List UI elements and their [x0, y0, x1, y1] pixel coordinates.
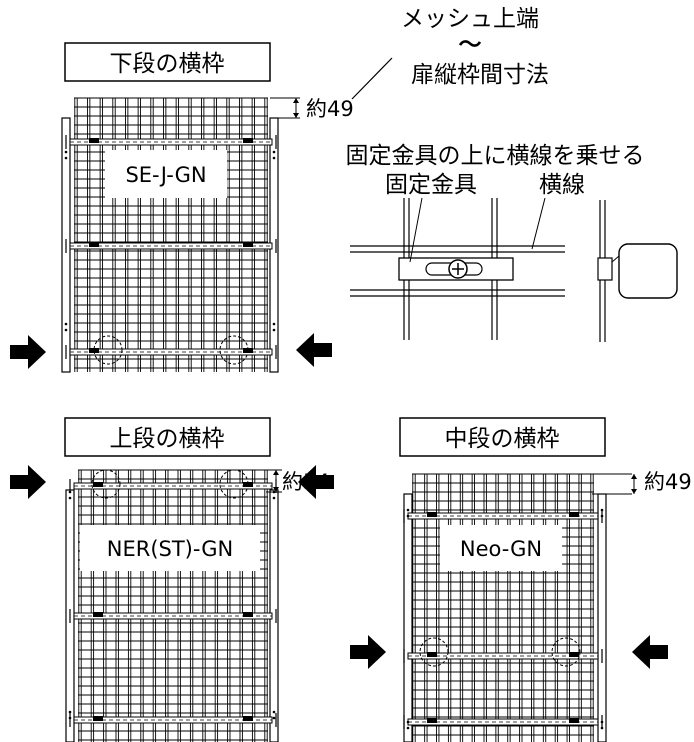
hinge-dot [600, 508, 604, 512]
hinge-dot [406, 720, 410, 724]
dimension-caption-tilde: ～ [459, 32, 482, 58]
hinge-dot [272, 328, 276, 332]
hinge-dot [406, 508, 410, 512]
fixing-bracket [243, 716, 253, 721]
model-label-lower: SE-J-GN [125, 163, 206, 187]
hinge-dot [64, 322, 68, 326]
hinge-dot [68, 490, 72, 494]
panel-title-box-lower [64, 42, 271, 82]
hinge-dot [272, 156, 276, 160]
detail-instruction: 固定金具の上に横線を乗せる [346, 143, 645, 169]
hinge-dot [272, 322, 276, 326]
hinge-dot [272, 710, 276, 714]
gate-drawing-middle [350, 473, 668, 742]
fixing-bracket [89, 138, 99, 143]
dashed-circle-icon [91, 469, 121, 499]
arrow-left-icon [296, 333, 332, 367]
hinge-dot [600, 514, 604, 518]
model-box-upper: NER(ST)-GN [80, 525, 260, 571]
hinge-dot [64, 150, 68, 154]
gate-drawing-lower [10, 97, 332, 373]
fixing-bracket [569, 652, 579, 657]
dashed-circle-icon [419, 637, 449, 667]
arrow-right-icon [350, 635, 386, 669]
arrow-right-icon [10, 335, 46, 369]
fixing-bracket [93, 612, 103, 617]
model-box-lower: SE-J-GN [105, 150, 227, 198]
hinge-dot [406, 726, 410, 730]
panel-title-upper: 上段の横枠 [110, 426, 225, 452]
model-label-upper: NER(ST)-GN [107, 537, 233, 561]
fixing-bracket-detail [350, 197, 678, 342]
hinge-dot [272, 496, 276, 500]
hinge-dot [64, 328, 68, 332]
arrow-left-icon [632, 635, 668, 669]
model-label-middle: Neo-GN [460, 537, 542, 561]
hinge-dot [406, 514, 410, 518]
fixing-bracket [243, 138, 253, 143]
side-frame-profile [618, 243, 678, 299]
bracket-label: 固定金具 [385, 172, 477, 198]
panel-title-box-middle [399, 417, 606, 457]
fixing-bracket [569, 512, 579, 517]
hinge-dot [68, 716, 72, 720]
dimension-label-middle: 約49 [644, 470, 692, 494]
hinge-dot [600, 726, 604, 730]
dimension-label-lower: 約49 [306, 97, 354, 121]
hinge-dot [272, 150, 276, 154]
fixing-bracket [427, 718, 437, 723]
arrow-left-icon [298, 465, 334, 499]
hinge-dot [600, 720, 604, 724]
dimension-caption-line1: メッシュ上端 [401, 6, 539, 32]
fixing-bracket [93, 716, 103, 721]
dashed-circle-icon [219, 469, 249, 499]
fixing-bracket [243, 242, 253, 247]
hinge-dot [272, 716, 276, 720]
leader-line [351, 57, 393, 100]
dashed-circle-icon [551, 637, 581, 667]
fixing-bracket [89, 348, 99, 353]
arrow-right-icon [10, 465, 46, 499]
fixing-bracket [89, 242, 99, 247]
gate-drawing-upper [10, 465, 334, 742]
post [403, 493, 413, 742]
fixing-bracket [93, 482, 103, 487]
fixing-bracket [569, 718, 579, 723]
wire-label: 横線 [539, 172, 585, 198]
fixing-bracket [243, 612, 253, 617]
post [597, 493, 607, 742]
dashed-circle-icon [93, 335, 123, 365]
hinge-dot [68, 710, 72, 714]
hinge-dot [64, 156, 68, 160]
panel-title-lower: 下段の横枠 [110, 51, 225, 77]
dimension-caption-line2: 扉縦枠間寸法 [411, 62, 549, 88]
side-bracket [597, 257, 613, 281]
panel-title-middle: 中段の横枠 [445, 426, 560, 452]
model-box-middle: Neo-GN [440, 525, 562, 571]
panel-title-box-upper [64, 417, 271, 457]
dimension-label-upper: 約54 [282, 470, 330, 494]
fixing-bracket [427, 512, 437, 517]
hinge-dot [68, 496, 72, 500]
dashed-circle-icon [219, 335, 249, 365]
fixing-bracket [427, 652, 437, 657]
